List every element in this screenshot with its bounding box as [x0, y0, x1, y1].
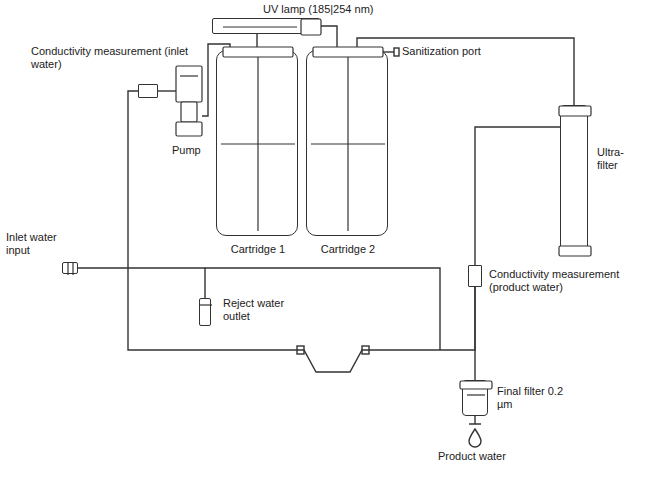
- part-detail: [559, 106, 591, 116]
- conductivity-cell: Conductivity measurement (product water): [468, 265, 482, 287]
- part-outline: [463, 381, 487, 415]
- pump: Pump: [176, 66, 202, 136]
- part-detail: [460, 381, 492, 389]
- part-outline: [139, 85, 157, 97]
- part-label: Final filter 0.2 µm: [497, 385, 567, 411]
- part-label: Inlet water input: [6, 231, 76, 257]
- cartridge: Cartridge 1: [216, 50, 298, 236]
- water-drop: [469, 429, 481, 447]
- conductivity-cell: Conductivity measurement (inlet water): [138, 84, 158, 98]
- filter-nozzle: [469, 416, 481, 424]
- water-pipe: [357, 38, 574, 105]
- part-detail: [559, 246, 591, 256]
- part-detail: [313, 47, 383, 57]
- part-label: Ultra-filter: [597, 146, 637, 172]
- part-outline: [561, 106, 587, 254]
- part-outline: [63, 263, 77, 273]
- part-detail: [467, 394, 485, 395]
- part-label: Conductivity measurement (inlet water): [31, 45, 191, 71]
- part-label: Pump: [172, 144, 212, 157]
- part-detail: [67, 263, 68, 275]
- part-outline: [307, 51, 387, 235]
- uv-lamp: UV lamp (185|254 nm): [212, 18, 320, 34]
- inlet-connector: Inlet water input: [62, 262, 78, 274]
- part-outline: [469, 266, 481, 286]
- inlet-pipe: [205, 268, 440, 350]
- cartridge: Cartridge 2: [306, 50, 388, 236]
- annotation-label: Sanitization port: [402, 45, 512, 58]
- part-detail: [221, 143, 295, 144]
- ultrafilter: Ultra-filter: [560, 105, 588, 255]
- part-label: Cartridge 1: [217, 243, 299, 256]
- annotation-label: Product water: [438, 450, 528, 463]
- water-pipe: [475, 127, 560, 265]
- part-detail: [311, 143, 385, 144]
- part-label: UV lamp (185|254 nm): [263, 3, 413, 16]
- part-outline: [176, 66, 202, 136]
- part-label: Conductivity measurement (product water): [489, 268, 649, 294]
- part-label: Reject water outlet: [223, 297, 293, 323]
- part-detail: [200, 304, 212, 305]
- part-detail: [180, 75, 198, 76]
- part-detail: [176, 66, 202, 102]
- part-detail: [176, 122, 202, 136]
- part-detail: [181, 102, 197, 122]
- sanitization-port: [394, 48, 399, 56]
- final-filter: Final filter 0.2 µm: [462, 380, 488, 416]
- part-label: Cartridge 2: [307, 243, 389, 256]
- part-detail: [72, 263, 73, 275]
- part-outline: [217, 51, 297, 235]
- water-pipe: [128, 91, 475, 372]
- part-detail: [223, 47, 293, 57]
- water-pipe: [158, 90, 176, 91]
- part-detail: [223, 26, 297, 27]
- part-detail: [301, 19, 321, 35]
- reject-outlet: Reject water outlet: [199, 298, 211, 326]
- water-pipe: [78, 268, 205, 298]
- part-outline: [200, 299, 210, 325]
- part-outline: [213, 19, 319, 33]
